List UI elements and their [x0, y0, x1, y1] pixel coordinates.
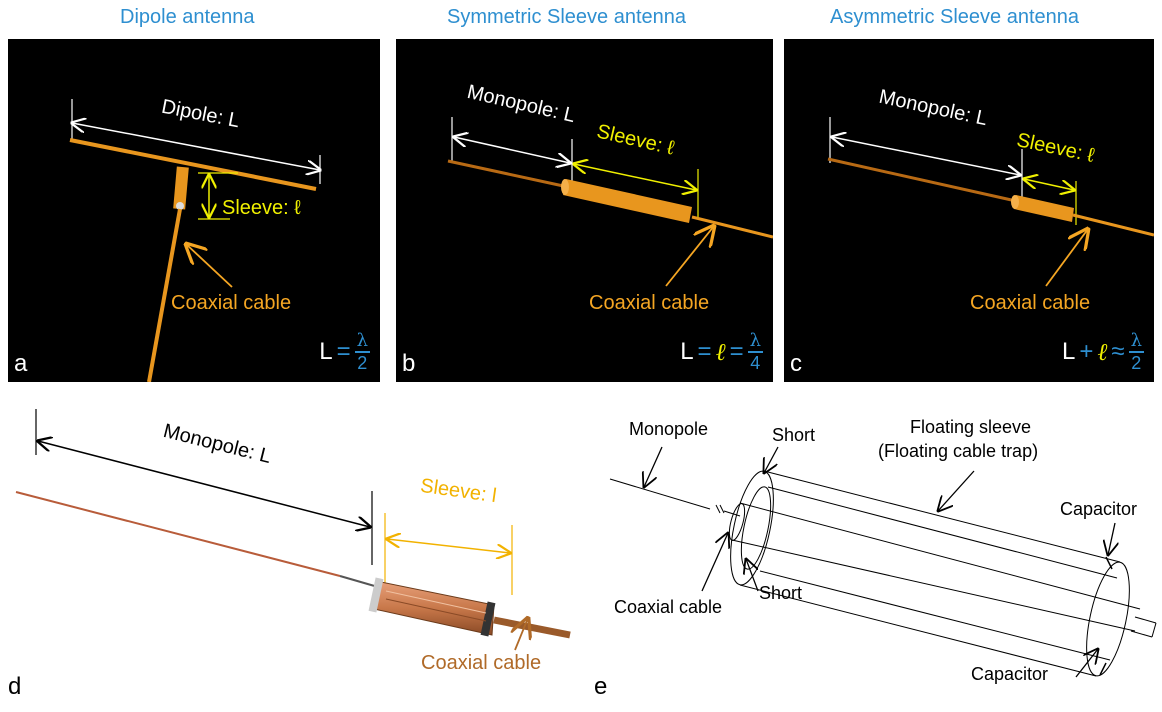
sym-coaxial-cable	[691, 215, 773, 239]
sym-cable-pointer	[665, 226, 714, 287]
panel-e: Monopole Short Floating sleeve (Floating…	[590, 395, 1162, 707]
capacitor-top-pointer	[1108, 522, 1115, 555]
panel-a-letter: a	[14, 350, 28, 377]
dipole-cable-label: Coaxial cable	[171, 292, 292, 314]
dipole-arms	[69, 138, 317, 191]
asym-cable-pointer	[1045, 229, 1088, 287]
panel-e-letter: e	[594, 673, 608, 700]
schematic-short-bottom-label: Short	[759, 583, 803, 603]
schematic-floating-sleeve-label-1: Floating sleeve	[910, 417, 1032, 437]
dipole-sleeve	[173, 166, 189, 210]
sym-monopole	[447, 159, 569, 189]
panel-b: Monopole: L Sleeve: ℓ Coaxial cable L = …	[396, 39, 773, 382]
capacitor-bottom-pointer	[1075, 649, 1098, 678]
proto-monopole-dimension	[38, 441, 370, 527]
schematic-coax-end	[728, 503, 746, 541]
panel-d-letter: d	[8, 673, 22, 700]
panel-b-letter: b	[402, 350, 416, 377]
asym-sleeve-dimension	[1024, 179, 1074, 190]
dipole-sleeve-label: Sleeve: ℓ	[222, 197, 301, 219]
asym-monopole-dimension	[832, 137, 1020, 175]
asym-coaxial-cable	[1072, 213, 1154, 237]
sym-cable-label: Coaxial cable	[589, 292, 710, 314]
schematic-monopole-label: Monopole	[629, 419, 709, 439]
proto-coaxial-cable	[493, 616, 571, 639]
short-top-pointer	[764, 446, 779, 473]
schematic-short-top-label: Short	[772, 425, 816, 445]
panel-c-title: Asymmetric Sleeve antenna	[830, 6, 1080, 28]
schematic-coax-label: Coaxial cable	[614, 597, 723, 617]
panel-c: Monopole: L Sleeve: ℓ Coaxial cable L + …	[784, 39, 1154, 382]
proto-cable-pointer	[515, 618, 528, 651]
dipole-length-dimension	[72, 123, 320, 170]
symmetric-sleeve-drawing	[447, 117, 773, 287]
sym-sleeve-dimension	[574, 164, 696, 190]
asym-cable-label: Coaxial cable	[970, 292, 1091, 314]
short-bottom-pointer	[746, 559, 759, 592]
schematic-monopole-wire	[609, 478, 711, 510]
proto-copper-sleeve	[373, 580, 495, 636]
proto-sleeve-dimension	[387, 539, 510, 553]
panel-b-title: Symmetric Sleeve antenna	[447, 6, 687, 28]
schematic-floating-sleeve-label-2: (Floating cable trap)	[878, 441, 1039, 461]
monopole-pointer	[644, 446, 663, 487]
panel-a-title: Dipole antenna	[120, 6, 255, 28]
asym-monopole	[827, 157, 1017, 203]
schematic-capacitor-top-label: Capacitor	[1060, 499, 1138, 519]
prototype-drawing	[15, 409, 571, 651]
sym-monopole-dimension	[454, 137, 570, 163]
schematic-capacitor-bottom-label: Capacitor	[971, 664, 1049, 684]
coax-pointer	[701, 533, 728, 592]
schematic-sleeve-near-end	[730, 470, 774, 586]
floating-sleeve-pointer	[938, 470, 975, 511]
panel-d: Monopole: L Sleeve: l Coaxial cable d	[0, 395, 590, 707]
dipole-drawing	[8, 99, 380, 382]
proto-monopole-wire	[15, 491, 341, 577]
sym-sleeve	[563, 179, 692, 223]
proto-cable-label: Coaxial cable	[421, 652, 542, 674]
floating-sleeve-schematic	[609, 446, 1157, 678]
asym-sleeve	[1014, 195, 1074, 222]
dipole-coaxial-cable	[147, 208, 182, 382]
asymmetric-sleeve-drawing	[827, 117, 1154, 287]
schematic-sleeve-far-end	[1086, 561, 1130, 677]
dipole-cable-pointer	[186, 244, 233, 288]
panel-c-letter: c	[790, 350, 802, 377]
